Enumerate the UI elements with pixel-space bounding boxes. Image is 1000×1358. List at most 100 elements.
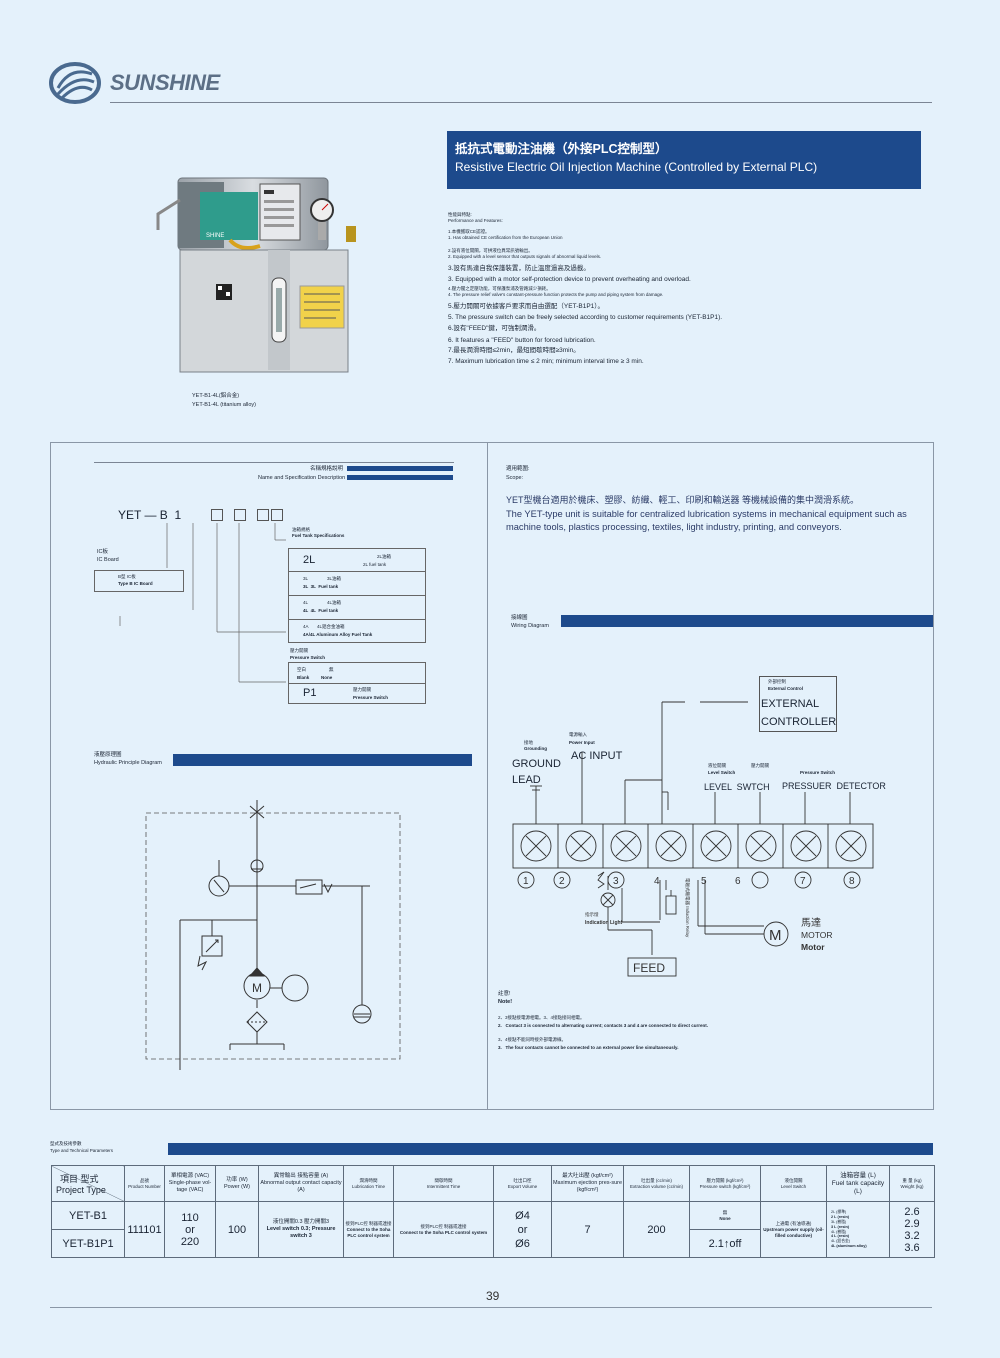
svg-text:MOTOR: MOTOR — [801, 930, 832, 940]
type-b-zh: B型 IC板 — [118, 574, 136, 579]
note-heading-en: Note! — [498, 999, 513, 1005]
mep-value: 7 — [551, 1201, 624, 1258]
feature-4-zh: 4.壓力閥之定壓功能，可保護泵浦及管路減少損耗。 — [448, 286, 551, 291]
abn-en: Level switch 0.3; Pressure switch 3 — [266, 1226, 336, 1239]
level-switch-label: LEVEL SWTCH — [704, 782, 770, 792]
ext-en: External Control — [768, 686, 804, 691]
svg-text:5: 5 — [701, 876, 707, 887]
none-en: None — [321, 675, 333, 680]
h-pn-zh: 品號 — [140, 1177, 149, 1183]
page-number: 39 — [486, 1289, 500, 1303]
code-slot-1 — [211, 509, 223, 521]
int-zh: 接到PLC控 制器或連接 — [420, 1223, 467, 1229]
svg-text:6: 6 — [735, 876, 741, 887]
note-heading-zh: 註意! — [498, 991, 511, 997]
h-exv-zh: 吐出量 (cc/min) — [641, 1177, 672, 1183]
feature-3-en: 3. Equipped with a motor self-protection… — [448, 276, 691, 283]
sunshine-logo-icon — [49, 62, 101, 104]
feature-1-en: 1. Has obtained CE certification from th… — [448, 235, 563, 240]
wt-3: 3.2 — [904, 1229, 920, 1242]
naming-heading-en: Name and Specification Description — [258, 475, 346, 481]
h-int-en: Intermittent Time — [426, 1183, 461, 1189]
note-1-zh: 2、3接點接電源相電。3、4接點接同相電。 — [498, 1015, 585, 1020]
level-zh: 液位開關 — [708, 763, 726, 768]
h-psw-en: Pressure switch (kgf/cm²) — [699, 1183, 751, 1189]
p1-zh: 壓力開關 — [353, 687, 371, 692]
tank-2l-code: 2L — [303, 554, 316, 566]
header: SUNSHINE — [48, 60, 932, 106]
lub-zh: 接到PLC控 制器或連接 — [345, 1220, 392, 1226]
tank-3l-en: 3L 3L Fuel tank — [303, 584, 339, 589]
h-pn-en: Product Number — [128, 1183, 161, 1189]
hydraulic-bar — [173, 754, 472, 766]
ground-label-2: LEAD — [512, 774, 541, 786]
note-1-en: 2. Contact 3 is connected to alternating… — [498, 1023, 709, 1028]
naming-rule — [94, 462, 454, 463]
feature-6-zh: 6.設有"FEED"鍵，可強制潤滑。 — [448, 325, 541, 332]
level-en: Level Switch — [708, 770, 736, 775]
h-exp-en: Export Volume — [507, 1183, 538, 1189]
features: 性能與特點: Performance and Features: 1.本機獲取C… — [448, 212, 928, 367]
svg-text:電磁式繼電器 Induction Relay: 電磁式繼電器 Induction Relay — [684, 878, 691, 938]
product-caption-zh: YET-B1-4L(鋁合金) — [192, 393, 240, 399]
feature-1-zh: 1.本機獲取CE認證。 — [448, 229, 490, 234]
ext-zh: 外部控制 — [768, 679, 786, 684]
h-lvl-zh: 液位開關 — [784, 1177, 803, 1183]
wt-2: 2.9 — [904, 1217, 920, 1230]
psw-none-en: None — [719, 1215, 731, 1221]
svg-text:Indication Light: Indication Light — [585, 920, 623, 926]
scope-heading-zh: 適用範圍: — [506, 466, 530, 472]
h-exv-en: Extraction volume (cc/min) — [629, 1183, 683, 1189]
exp-or: or — [517, 1223, 528, 1236]
psw-p1-value: 2.1↑off — [689, 1229, 761, 1258]
svg-text:M: M — [769, 927, 782, 944]
type-yet-b1: YET-B1 — [51, 1201, 125, 1230]
exp-6: Ø6 — [515, 1237, 530, 1250]
tank-2l-en: 2L fuel tank — [363, 562, 387, 567]
params-heading-en: Type and Technical Parameters — [50, 1148, 113, 1153]
feature-7-en: 7. Maximum lubrication time ≤ 2 min; min… — [448, 358, 644, 365]
h-lub-en: Lubrication Time — [351, 1183, 386, 1189]
svg-text:1: 1 — [523, 876, 529, 887]
hydraulic-heading-zh: 液壓原理圖 — [94, 752, 122, 758]
h-int-zh: 間歇時間 — [434, 1177, 453, 1183]
cap-4a-en: 4L (aluminum alloy) — [831, 1244, 867, 1249]
cap-4l-en: 4 L (resin) — [831, 1234, 850, 1239]
diagram-panel — [50, 442, 934, 1110]
svg-text:M: M — [252, 981, 262, 995]
feature-5-zh: 5.壓力開關可依據客戶要求而自由選配（YET-B1P1）。 — [448, 303, 605, 310]
cap-2l-en: 2 L (resin) — [831, 1214, 850, 1219]
ps-heading-zh: 壓力開關 — [290, 648, 308, 653]
svg-text:FEED: FEED — [633, 961, 665, 975]
power-en: Power Input — [569, 740, 595, 745]
cap-4a-zh: 4L (鋁合金) — [831, 1239, 851, 1244]
params-bar — [168, 1143, 933, 1155]
volt-110: 110 — [181, 1211, 199, 1224]
h-project-en: Project Type — [56, 1185, 106, 1195]
feature-3-zh: 3.設有馬達自我保護裝置，防止溫度過高及過載。 — [448, 265, 590, 272]
power-value: 100 — [215, 1201, 259, 1258]
wiring-bar — [561, 615, 933, 627]
wiring-diagram: 1 2 3 4 5 6 7 8 指示燈 Indication Light 電磁式… — [512, 701, 874, 977]
header-rule — [110, 102, 932, 103]
press-zh: 壓力開關 — [751, 763, 769, 768]
ps-heading-en: Pressure Switch — [290, 655, 326, 660]
product-caption-en: YET-B1-4L (titanium alloy) — [192, 402, 256, 408]
tank-3l-code: 3L — [303, 576, 309, 581]
feature-7-zh: 7.最長潤滑時間≤2min，最短間歇時間≥3min。 — [448, 347, 580, 354]
cap-2l-zh: 2L (標準) — [831, 1209, 847, 1214]
code-slot-2 — [234, 509, 246, 521]
h-abn-en: Abnormal output contact capacity (A) — [260, 1180, 342, 1193]
power-zh: 電源輸入 — [569, 732, 587, 737]
h-psw-zh: 壓力開關 (kgf/cm²) — [706, 1177, 744, 1183]
features-heading-en: Performance and Features: — [448, 218, 503, 223]
h-project-zh: 項目 型式 — [60, 1174, 99, 1184]
lvl-en: Upstream power supply (oil-filled conduc… — [763, 1226, 824, 1238]
naming-lines — [119, 523, 286, 683]
ic-board-zh: IC板 — [97, 549, 109, 555]
svg-text:8: 8 — [849, 876, 855, 887]
psw-none-zh: 無 — [722, 1209, 728, 1215]
page-title-zh: 抵抗式電動注油機（外接PLC控制型） — [455, 142, 668, 156]
exv-value: 200 — [623, 1201, 690, 1258]
p1-code: P1 — [303, 687, 317, 699]
